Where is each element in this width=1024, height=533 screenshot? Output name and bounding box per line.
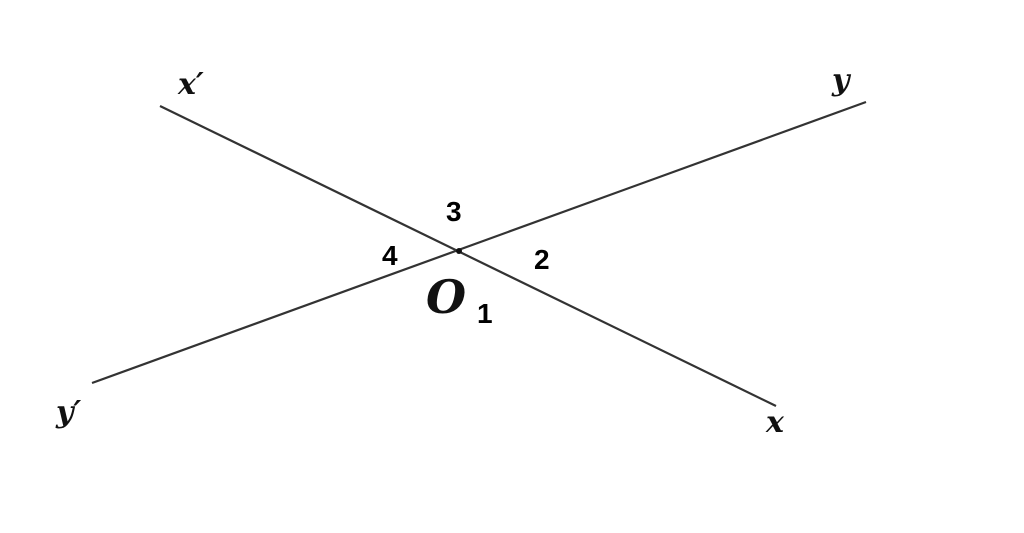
intersection-point [456,248,462,254]
angle-label-4: 4 [382,240,398,271]
angle-label-3: 3 [446,196,462,227]
label-y: y [832,63,850,98]
label-x-prime: x′ [178,67,204,102]
point-label-O: O [426,270,467,324]
angle-label-1: 1 [477,298,493,329]
line-xprime-x [159,105,777,407]
angle-label-2: 2 [534,244,550,275]
label-x: x [766,405,784,440]
label-y-prime: y′ [56,395,82,430]
line-yprime-y [91,100,867,385]
